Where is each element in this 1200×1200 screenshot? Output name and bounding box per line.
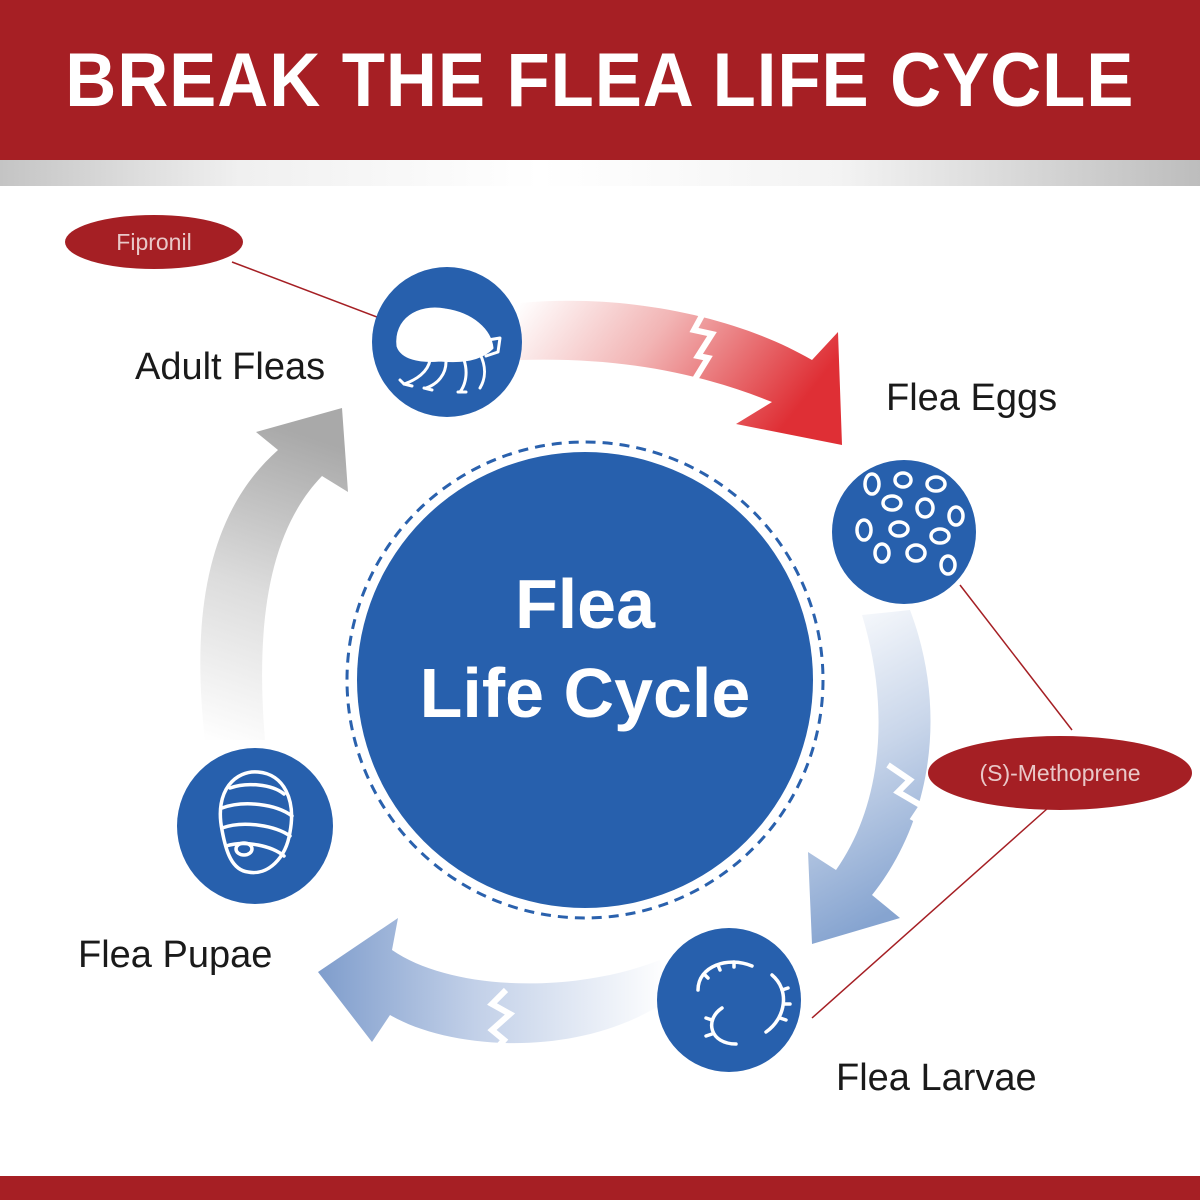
page-title: BREAK THE FLEA LIFE CYCLE [65,37,1135,123]
arrow-eggs-to-larvae [808,610,931,944]
arrow-crack-red [689,306,717,386]
footer-bar [0,1176,1200,1200]
tag-methoprene: (S)-Methoprene [928,736,1192,810]
silver-divider [0,160,1200,186]
header-banner: BREAK THE FLEA LIFE CYCLE [0,0,1200,160]
center-circle-ring [345,440,825,920]
fipronil-connector [231,261,391,323]
flea-eggs-circle [832,460,976,604]
arrow-pupae-to-adult [200,408,348,740]
center-circle [357,452,813,908]
center-title-line1: Flea [514,565,656,643]
pupa-icon [218,770,294,875]
arrow-larvae-to-pupae [318,918,668,1044]
arrow-crack-blue-right [886,762,938,833]
tag-fipronil: Fipronil [65,215,243,269]
label-flea-larvae: Flea Larvae [836,1057,1037,1099]
methoprene-connector-eggs [959,584,1073,731]
center-title: Flea Life Cycle [350,560,820,738]
label-flea-pupae: Flea Pupae [78,934,273,976]
flea-icon [396,307,502,394]
larvae-icon [696,960,792,1046]
label-adult-fleas: Adult Fleas [135,346,326,388]
arrow-crack-blue-bottom [487,987,516,1058]
arrow-adult-to-eggs [520,300,842,445]
eggs-icon [855,471,965,576]
label-flea-eggs: Flea Eggs [886,377,1058,419]
flea-larvae-circle [657,928,801,1072]
methoprene-connector-larvae [811,807,1049,1019]
center-title-line2: Life Cycle [419,653,751,732]
